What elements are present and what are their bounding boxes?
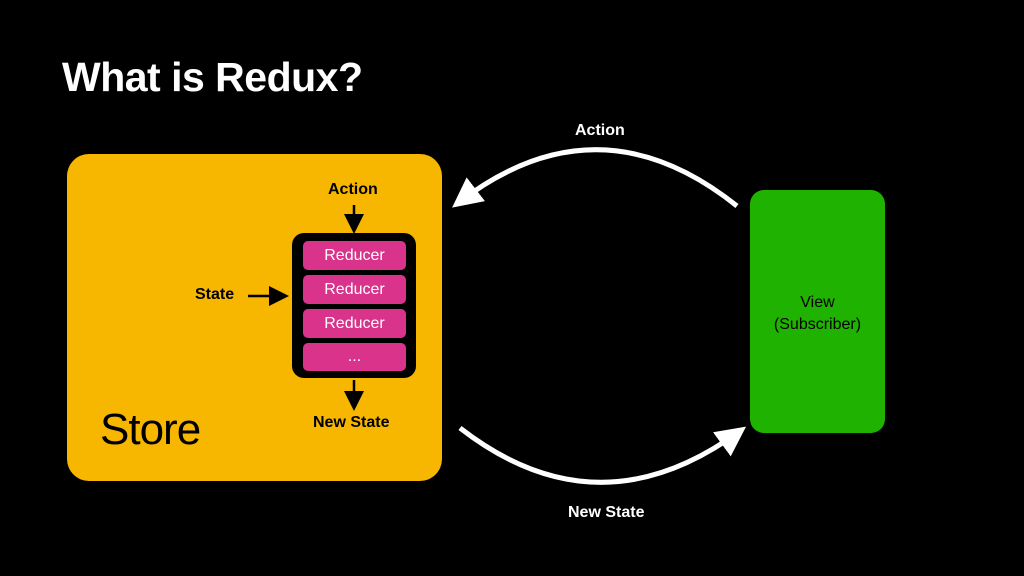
reducer-block: Reducer bbox=[303, 309, 406, 338]
action-curved-arrow bbox=[452, 147, 739, 208]
view-label-line1: View bbox=[800, 294, 835, 311]
new-state-curved-arrow bbox=[458, 426, 747, 485]
view-label-line2: (Subscriber) bbox=[773, 316, 862, 333]
store-action-label: Action bbox=[328, 181, 378, 198]
flow-action-label: Action bbox=[575, 122, 625, 139]
flow-new-state-label: New State bbox=[568, 504, 645, 521]
view-box bbox=[750, 190, 885, 433]
slide-title: What is Redux? bbox=[62, 54, 363, 100]
store-label: Store bbox=[100, 405, 201, 454]
store-new-state-label: New State bbox=[313, 414, 390, 431]
reducer-ellipsis-block: ... bbox=[303, 343, 406, 371]
store-state-label: State bbox=[195, 286, 235, 303]
reducer-block: Reducer bbox=[303, 275, 406, 304]
reducer-block: Reducer bbox=[303, 241, 406, 270]
view-label: View (Subscriber) bbox=[750, 292, 885, 336]
